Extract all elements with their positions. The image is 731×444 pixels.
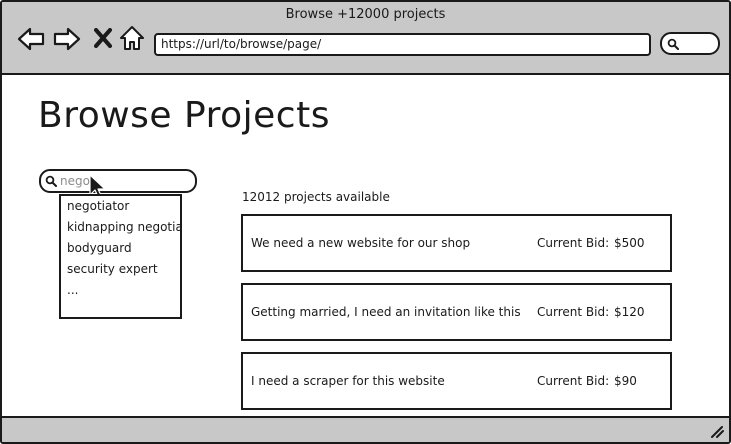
close-x-icon[interactable] bbox=[94, 28, 112, 52]
search-icon bbox=[667, 38, 679, 50]
suggestion-item[interactable]: ... bbox=[67, 283, 79, 297]
project-card[interactable]: We need a new website for our shop Curre… bbox=[241, 214, 672, 272]
resize-grip-icon[interactable] bbox=[710, 426, 724, 438]
project-description: Getting married, I need an invitation li… bbox=[251, 305, 521, 319]
status-bar bbox=[2, 416, 729, 442]
current-bid-value: $500 bbox=[614, 236, 645, 250]
current-bid-label: Current Bid: bbox=[537, 374, 610, 388]
projects-count: 12012 projects available bbox=[242, 190, 390, 204]
suggestion-item[interactable]: security expert bbox=[67, 262, 158, 276]
project-description: We need a new website for our shop bbox=[251, 236, 471, 250]
project-search-input[interactable] bbox=[60, 172, 180, 190]
page-title: Browse Projects bbox=[38, 95, 330, 136]
current-bid-value: $120 bbox=[614, 305, 645, 319]
window-title: Browse +12000 projects bbox=[285, 7, 446, 22]
current-bid-label: Current Bid: bbox=[537, 236, 610, 250]
browser-toolbar: Browse +12000 projects bbox=[2, 2, 729, 75]
search-icon bbox=[45, 175, 57, 187]
suggestion-item[interactable]: bodyguard bbox=[67, 241, 132, 255]
home-icon[interactable] bbox=[119, 25, 145, 55]
browser-search-field[interactable] bbox=[660, 32, 720, 55]
forward-arrow-icon[interactable] bbox=[53, 27, 81, 55]
project-description: I need a scraper for this website bbox=[251, 374, 445, 388]
url-input[interactable] bbox=[154, 33, 651, 56]
suggestion-item[interactable]: negotiator bbox=[67, 199, 130, 213]
project-card[interactable]: I need a scraper for this website Curren… bbox=[241, 352, 672, 410]
project-search-box[interactable] bbox=[39, 169, 197, 193]
back-arrow-icon[interactable] bbox=[17, 27, 45, 55]
project-card[interactable]: Getting married, I need an invitation li… bbox=[241, 283, 672, 341]
suggestion-item[interactable]: kidnapping negotiator bbox=[67, 220, 182, 234]
search-suggestions-dropdown: negotiator kidnapping negotiator bodygua… bbox=[59, 194, 182, 319]
current-bid-label: Current Bid: bbox=[537, 305, 610, 319]
current-bid-value: $90 bbox=[614, 374, 637, 388]
